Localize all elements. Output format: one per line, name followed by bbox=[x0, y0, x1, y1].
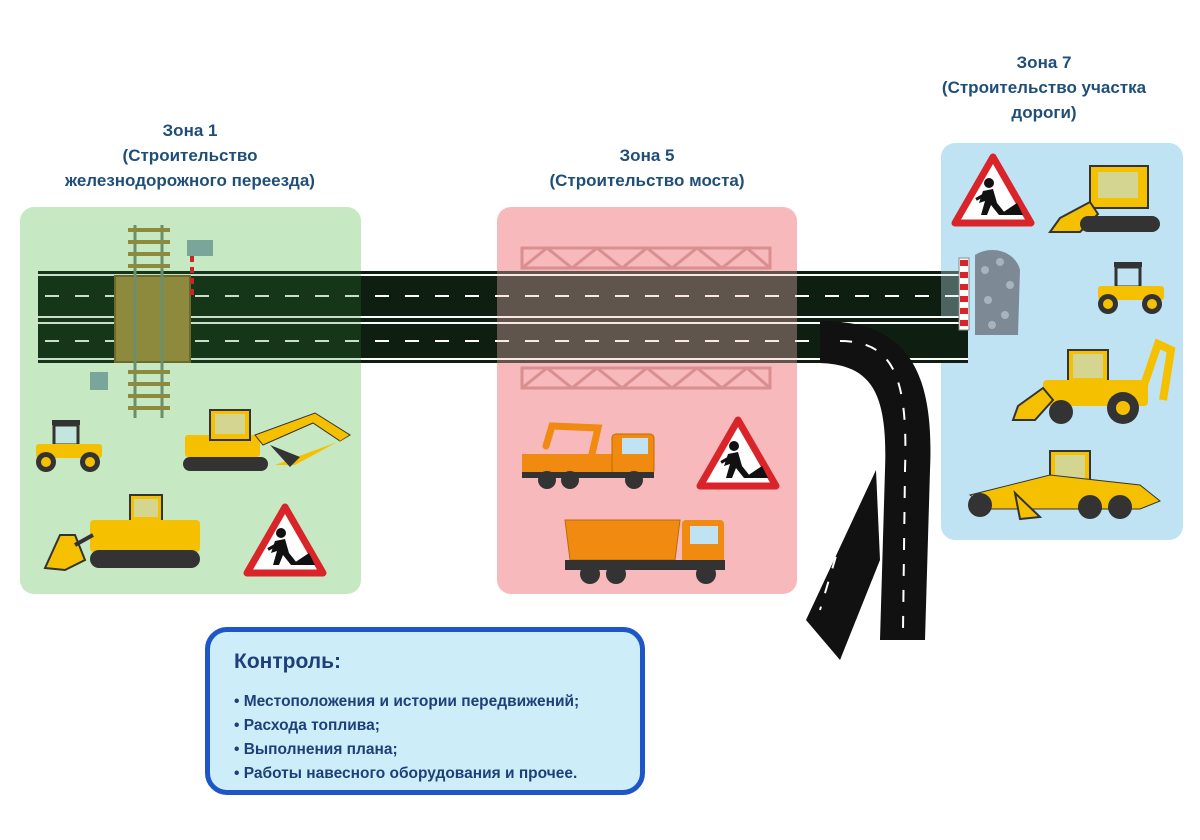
zone-1-title: Зона 1 (Строительство железнодорожного п… bbox=[40, 118, 340, 193]
zone-1-title-line-1: Зона 1 bbox=[162, 121, 218, 140]
motor-grader-icon bbox=[968, 450, 1161, 521]
zone-5-title-line-2: (Строительство моста) bbox=[549, 171, 745, 190]
control-item-location: Местоположения и истории передвижений; bbox=[234, 690, 579, 714]
zone-7-title-line-1: Зона 7 bbox=[1016, 53, 1072, 72]
control-list: Местоположения и истории передвижений; Р… bbox=[234, 690, 579, 786]
zone-5-title: Зона 5 (Строительство моста) bbox=[497, 143, 797, 193]
control-item-plan: Выполнения плана; bbox=[234, 738, 579, 762]
control-item-equipment: Работы навесного оборудования и прочее. bbox=[234, 762, 579, 786]
bridge-truss-icon bbox=[520, 246, 772, 390]
railway-crossing-icon bbox=[90, 225, 213, 418]
dump-truck-icon bbox=[564, 519, 725, 584]
zone-5-title-line-1: Зона 5 bbox=[619, 146, 675, 165]
control-panel: Контроль: Местоположения и истории перед… bbox=[205, 627, 645, 795]
control-title: Контроль: bbox=[234, 650, 341, 673]
bulldozer-icon bbox=[43, 494, 200, 572]
zone-7-area bbox=[941, 143, 1183, 540]
zone-7-title-line-3: дороги) bbox=[1011, 103, 1077, 122]
gravel-pile-icon bbox=[975, 250, 1020, 335]
control-item-fuel: Расхода топлива; bbox=[234, 714, 579, 738]
crane-truck-icon bbox=[522, 422, 655, 489]
zone-1-title-line-3: железнодорожного переезда) bbox=[65, 171, 315, 190]
backhoe-loader-icon bbox=[1011, 338, 1176, 424]
road-icon bbox=[38, 271, 968, 660]
zone-7-title: Зона 7 (Строительство участка дороги) bbox=[919, 50, 1169, 125]
zone-1-title-line-2: (Строительство bbox=[122, 146, 258, 165]
skid-steer-loader-icon bbox=[1048, 165, 1160, 233]
excavator-icon bbox=[183, 409, 351, 471]
barrier-post-icon bbox=[958, 257, 970, 331]
zone-7-title-line-2: (Строительство участка bbox=[941, 78, 1147, 97]
